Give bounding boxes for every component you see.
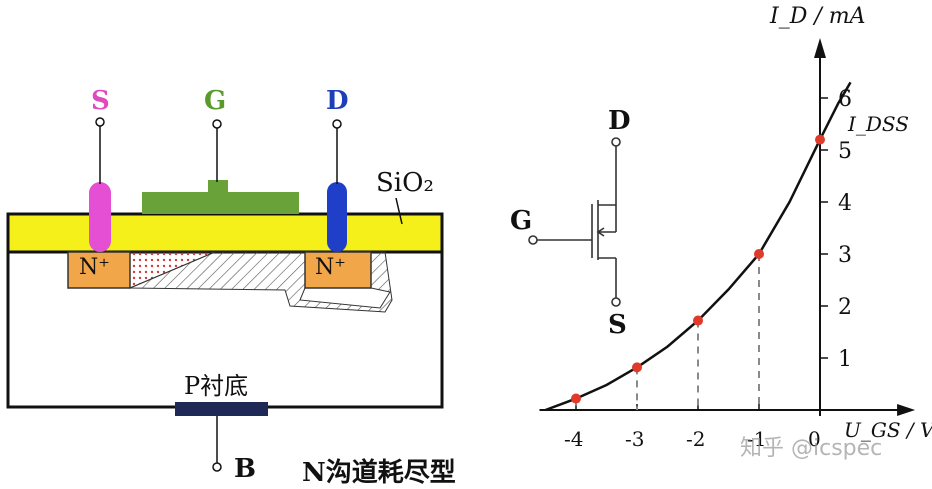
drain-electrode: [327, 182, 347, 252]
gate-contact: [208, 180, 228, 194]
n-plus-drain-region: [304, 251, 372, 289]
data-point: [754, 249, 764, 259]
n-plus-right-label: N⁺: [315, 255, 346, 280]
source-electrode: [89, 182, 111, 252]
depletion-region: [129, 251, 393, 313]
x-tick-label: -2: [686, 427, 705, 451]
y-tick-label: 1: [838, 347, 852, 372]
transfer-characteristic-chart: 1 2 3 4 5 6 -4 -3 -2 -1 0: [539, 38, 916, 451]
symbol-source-label: S: [608, 310, 627, 340]
depletion-mosfet-symbol: [528, 137, 621, 307]
symbol-drain-label: D: [608, 106, 631, 136]
x-tick-label: 0: [808, 427, 821, 451]
drain-terminal: [332, 119, 342, 129]
data-point: [815, 134, 825, 145]
x-axis-label: U_GS / V: [844, 418, 932, 442]
substrate-label: P衬底: [184, 372, 249, 400]
gate-electrode: [142, 192, 299, 214]
y-tick-label: 2: [838, 295, 852, 320]
oxide-leader: [395, 197, 403, 225]
sio2-layer: [6, 212, 444, 254]
source-label: S: [91, 86, 110, 116]
n-plus-left-label: N⁺: [79, 255, 110, 280]
gate-terminal: [212, 119, 222, 129]
bulk-terminal: [212, 462, 222, 472]
gate-label: G: [204, 86, 227, 116]
symbol-gate-label: G: [510, 206, 533, 236]
y-tick-label: 3: [838, 243, 852, 268]
bulk-label: B: [234, 454, 256, 484]
idss-annotation: I_DSS: [848, 112, 909, 136]
data-point: [571, 393, 581, 404]
source-terminal: [95, 117, 105, 127]
data-point: [632, 362, 642, 373]
x-tick-label: -3: [625, 427, 644, 451]
bulk-contact: [175, 402, 268, 416]
y-axis-arrow: [814, 38, 826, 58]
x-tick-label: -4: [564, 427, 583, 451]
device-caption: N沟道耗尽型: [302, 458, 456, 488]
n-plus-source-region: [67, 251, 131, 289]
y-axis-label: I_D / mA: [770, 4, 866, 29]
x-tick-label: -1: [747, 427, 766, 451]
y-tick-label: 6: [838, 87, 852, 112]
watermark: 知乎 @icspec: [740, 436, 883, 461]
drain-label: D: [326, 86, 349, 116]
data-point: [693, 315, 703, 326]
oxide-label: SiO₂: [376, 168, 434, 198]
y-tick-label: 5: [838, 139, 852, 164]
y-tick-label: 4: [838, 191, 852, 216]
x-axis-arrow: [897, 404, 916, 416]
